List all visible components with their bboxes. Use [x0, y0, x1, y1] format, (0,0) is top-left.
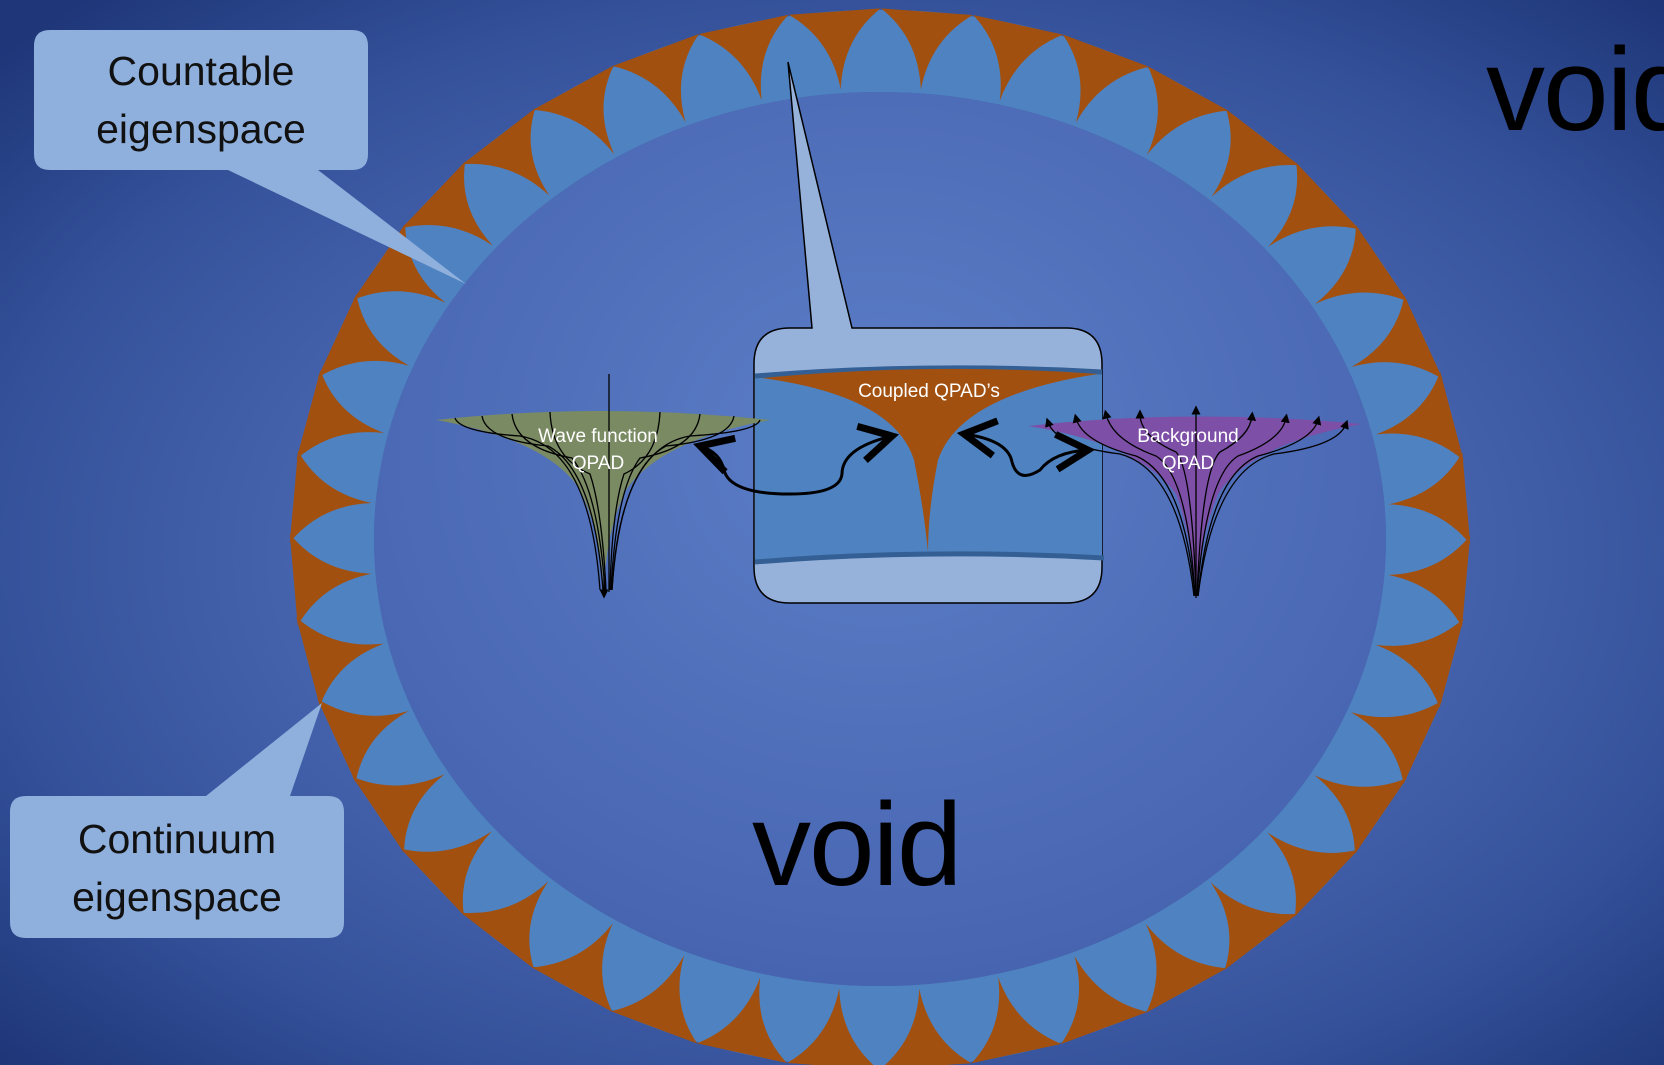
ring-qpad-group: [289, 8, 1471, 1065]
ring-qpad: [787, 988, 874, 1065]
ring-qpad: [289, 533, 372, 626]
ring-qpad: [461, 881, 549, 969]
ring-qpad: [696, 977, 787, 1063]
ring-qpad: [1388, 535, 1471, 628]
ring-qpad: [1145, 923, 1227, 1013]
ring-qpad: [971, 977, 1062, 1064]
zoom-band-bottom-edge: [754, 551, 1105, 565]
ring-qpad: [296, 370, 385, 460]
ring-qpad: [1268, 162, 1360, 247]
ring-qpad: [1376, 371, 1464, 461]
ring-qpad: [531, 923, 613, 1012]
ring-qpad: [1267, 832, 1359, 917]
coupled-qpads-label: Coupled QPAD’s: [858, 381, 1000, 402]
ring-qpad: [400, 831, 492, 916]
background-line2: QPAD: [1161, 453, 1215, 474]
wave-function-line1: Wave function: [538, 426, 658, 447]
ring-qpad: [1315, 225, 1408, 304]
ring-qpad: [1211, 109, 1299, 197]
ring-qpad: [353, 224, 446, 303]
ring-qpad: [1062, 34, 1149, 123]
coupled-qpad-shape: [762, 368, 1098, 552]
ring-qpad: [317, 698, 409, 783]
ring-qpad: [462, 108, 550, 196]
wave-function-line2: QPAD: [571, 453, 625, 474]
ring-qpad: [611, 955, 698, 1044]
ring-qpad: [401, 161, 493, 246]
ring-qpad: [352, 774, 445, 853]
ring-qpad: [317, 294, 410, 378]
ring-qpad: [1350, 700, 1443, 784]
ring-qpad: [1210, 882, 1298, 970]
ring-qpad: [788, 8, 881, 90]
zoom-band-top-edge: [754, 365, 1103, 379]
ring-qpad: [698, 14, 789, 101]
background-qpad-label: Background QPAD: [1098, 423, 1278, 477]
ring-qpad: [973, 15, 1064, 101]
ring-qpad: [296, 617, 384, 707]
ring-qpad: [884, 988, 972, 1065]
ring-qpad: [1351, 295, 1443, 380]
ring-qpad: [1147, 66, 1229, 155]
countable-eigenspace-label: Countable eigenspace: [96, 48, 306, 152]
countable-callout: [34, 30, 466, 284]
ring-qpad: [289, 450, 372, 543]
void-outer-label: void: [1486, 24, 1664, 156]
ring-qpad: [1061, 955, 1148, 1044]
ring-qpad: [881, 8, 973, 90]
background-qpad-shape: [1028, 416, 1362, 598]
background-line1: Background: [1137, 426, 1239, 447]
ring-qpad: [1314, 775, 1407, 854]
wave-function-qpad-label: Wave function QPAD: [508, 423, 688, 477]
coupling-arrows: [700, 434, 1088, 496]
wave-function-qpad-shape: [436, 411, 770, 590]
continuum-eigenspace-label: Continuum eigenspace: [72, 816, 282, 920]
continuum-callout: [10, 703, 344, 938]
void-inner-label: void: [752, 779, 962, 911]
ring-qpad: [612, 34, 699, 123]
ring-qpad: [533, 65, 615, 155]
ring-qpad: [1388, 452, 1471, 545]
ring-qpad: [1375, 618, 1464, 708]
wave-function-field-lines: [454, 374, 761, 599]
